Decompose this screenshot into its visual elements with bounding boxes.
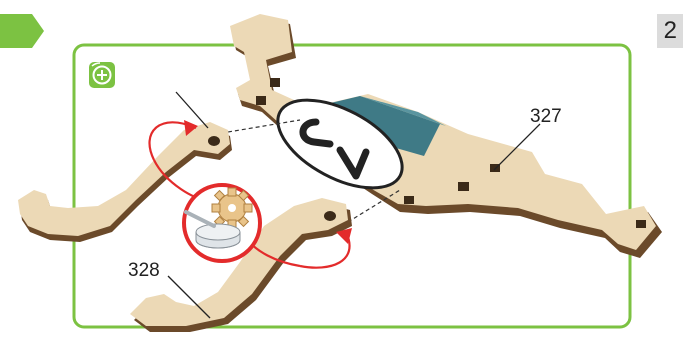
part-label-328: 328 xyxy=(128,260,160,281)
step-number: 2 xyxy=(657,14,683,48)
step-arrow-icon xyxy=(0,14,44,48)
plus-circle-icon xyxy=(89,62,115,88)
glue-applicator-icon xyxy=(184,185,260,261)
part-label-327: 327 xyxy=(530,106,562,127)
